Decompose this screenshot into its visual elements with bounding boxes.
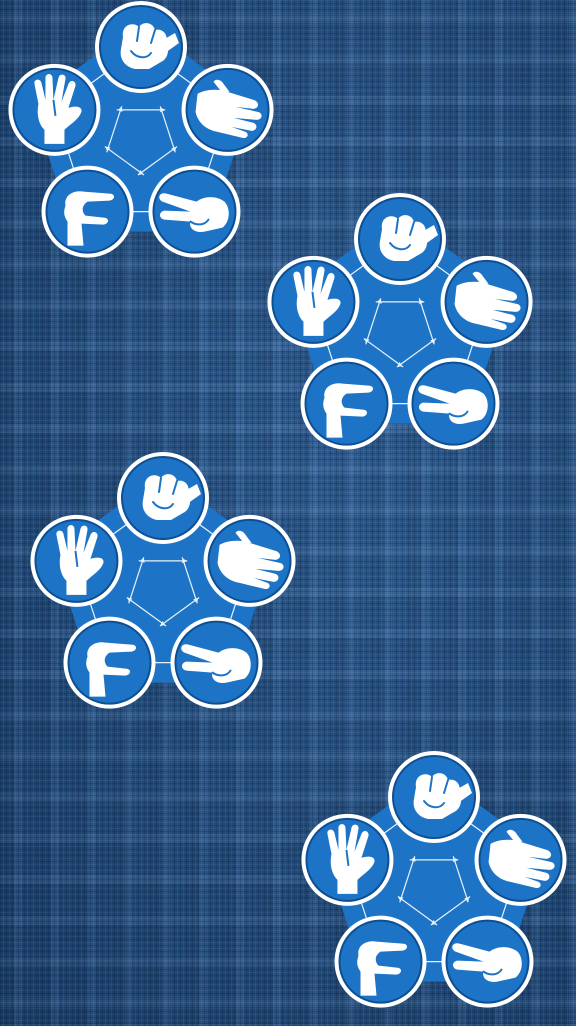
spock-hand-icon <box>8 63 101 156</box>
rock-hand-icon <box>388 751 480 843</box>
relation-arrow <box>418 298 435 345</box>
spock-hand-icon <box>301 813 394 906</box>
spock-hand-icon <box>30 514 123 607</box>
relation-arrow <box>430 896 471 926</box>
rpsls-emblem <box>262 192 538 468</box>
relation-arrow <box>396 338 437 368</box>
relation-arrow <box>181 557 198 604</box>
relation-arrow <box>128 557 145 604</box>
relation-arrow <box>126 597 167 627</box>
lizard-hand-icon <box>63 616 156 709</box>
rpsls-emblem-graphic <box>301 751 567 1008</box>
lizard-hand-icon <box>300 357 393 450</box>
rpsls-emblem-graphic <box>30 452 296 709</box>
relation-arrow <box>365 298 382 345</box>
paper-hand-icon <box>440 255 533 348</box>
paper-hand-icon <box>203 514 296 607</box>
relation-arrow <box>452 856 469 903</box>
rpsls-emblem <box>296 750 572 1026</box>
rpsls-emblem-graphic <box>8 1 274 258</box>
relation-arrow <box>106 106 123 153</box>
rpsls-emblem <box>25 451 301 727</box>
scissors-hand-icon <box>148 165 241 258</box>
relation-arrow <box>159 597 200 627</box>
relation-arrow <box>399 856 416 903</box>
lizard-hand-icon <box>41 165 134 258</box>
rock-hand-icon <box>95 1 187 93</box>
paper-hand-icon <box>181 63 274 156</box>
scissors-hand-icon <box>407 357 500 450</box>
lizard-hand-icon <box>334 915 427 1008</box>
relation-arrow <box>397 896 438 926</box>
scissors-hand-icon <box>441 915 534 1008</box>
rock-hand-icon <box>117 452 209 544</box>
paper-hand-icon <box>474 813 567 906</box>
relation-arrow <box>159 106 176 153</box>
rpsls-emblem-graphic <box>267 193 533 450</box>
relation-arrow <box>363 338 404 368</box>
rpsls-emblem <box>3 0 279 276</box>
rock-hand-icon <box>354 193 446 285</box>
relation-arrow <box>137 146 178 176</box>
spock-hand-icon <box>267 255 360 348</box>
relation-arrow <box>104 146 145 176</box>
scissors-hand-icon <box>170 616 263 709</box>
